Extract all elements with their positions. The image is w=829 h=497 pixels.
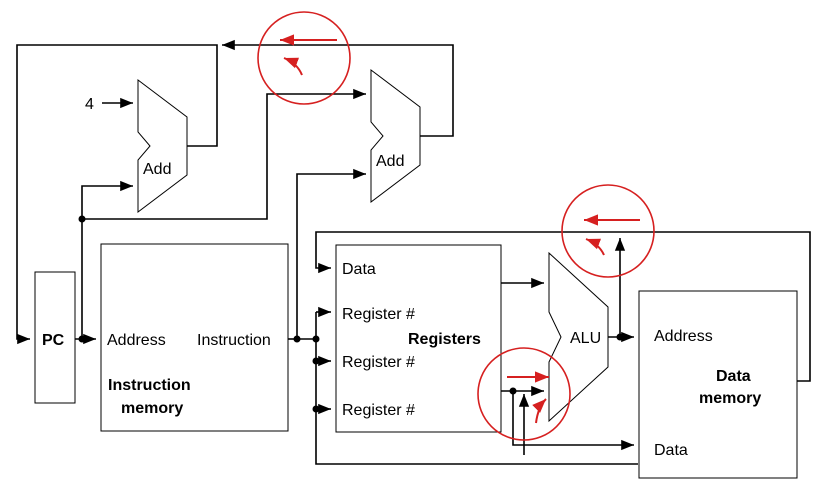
reg-num-2-label: Register # [342, 354, 415, 371]
instr-mem-instruction-label: Instruction [197, 332, 271, 349]
pc-adder-label: Add [143, 161, 171, 178]
dm-data-label: Data [654, 442, 688, 459]
pc-box [34, 271, 76, 404]
highlight-alu-out [561, 184, 655, 278]
data-memory-box [638, 290, 798, 479]
instruction-memory-title-1: Instruction [108, 377, 191, 394]
wires [16, 39, 811, 465]
pc-label: PC [42, 332, 65, 349]
data-memory-title-2: memory [699, 390, 761, 407]
reg-num-3-label: Register # [342, 402, 415, 419]
dm-address-label: Address [654, 328, 713, 345]
data-memory-title-1: Data [716, 368, 751, 385]
registers-title: Registers [408, 331, 481, 348]
reg-num-1-label: Register # [342, 306, 415, 323]
branch-adder-label: Add [376, 153, 404, 170]
constant-four-label: 4 [85, 96, 94, 113]
alu-label: ALU [570, 330, 601, 347]
reg-data-label: Data [342, 261, 376, 278]
highlight-alu-in [477, 347, 571, 441]
junction-dots [78, 215, 624, 413]
pc-adder [137, 78, 188, 214]
highlight-top [257, 11, 351, 105]
instruction-memory-box [100, 243, 289, 432]
registers-box [335, 244, 502, 433]
branch-adder [370, 68, 421, 204]
instruction-memory-title-2: memory [121, 400, 183, 417]
instr-mem-address-label: Address [107, 332, 166, 349]
alu-unit [548, 251, 609, 423]
